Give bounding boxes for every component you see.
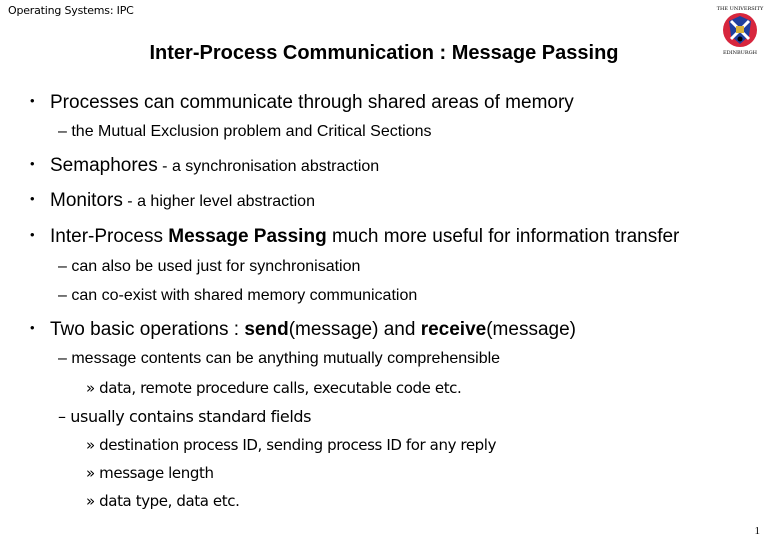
bullet-note: - a higher level abstraction: [122, 193, 315, 210]
bullet-text: Processes can communicate through shared…: [50, 92, 574, 113]
sub-synchronisation: – can also be used just for synchronisat…: [58, 258, 360, 276]
bullet-text: Semaphores: [50, 155, 158, 176]
sub-mutual-exclusion: – the Mutual Exclusion problem and Criti…: [58, 123, 432, 141]
sub-marker: »: [86, 379, 100, 397]
sub-text: the Mutual Exclusion problem and Critica…: [71, 123, 432, 140]
svg-text:THE UNIVERSITY: THE UNIVERSITY: [717, 6, 764, 12]
bullet-note: - a synchronisation abstraction: [157, 158, 380, 175]
text-bold: Message Passing: [168, 226, 327, 247]
dash-marker: –: [58, 350, 72, 367]
slide-title: Inter-Process Communication : Message Pa…: [149, 42, 619, 64]
dash-marker: –: [58, 407, 71, 426]
text-send: send: [244, 319, 289, 340]
sub-text: can also be used just for synchronisatio…: [71, 258, 361, 275]
course-label: Operating Systems: IPC: [8, 4, 134, 17]
sub-text: usually contains standard fields: [70, 407, 312, 426]
bullet-marker: •: [30, 227, 35, 242]
page-number: 1: [754, 525, 761, 537]
text-pre: Inter-Process: [50, 226, 169, 247]
sub-message-contents: – message contents can be anything mutua…: [58, 350, 500, 368]
subsub-text: data, remote procedure calls, executable…: [99, 379, 462, 397]
subsub-text: data type, data etc.: [99, 492, 240, 510]
bullet-semaphores: • Semaphores - a synchronisation abstract…: [30, 155, 379, 177]
dash-marker: –: [58, 287, 72, 304]
text-mid: (message) and: [288, 319, 421, 340]
bullet-basic-operations: • Two basic operations : send(message) an…: [30, 319, 576, 341]
university-crest-logo: THE UNIVERSITY EDINBURGH: [713, 2, 767, 56]
dash-marker: –: [58, 123, 72, 140]
subsub-text: destination process ID, sending process …: [99, 436, 497, 454]
text-post: (message): [486, 319, 576, 340]
bullet-shared-memory: • Processes can communicate through share…: [30, 92, 574, 114]
sub-coexist: – can co-exist with shared memory commun…: [58, 287, 417, 305]
sub-marker: »: [86, 492, 100, 510]
svg-text:EDINBURGH: EDINBURGH: [723, 50, 758, 56]
bullet-text: Monitors: [50, 190, 123, 211]
subsub-text: message length: [99, 464, 214, 482]
bullet-marker: •: [30, 191, 35, 206]
sub-text: can co-exist with shared memory communic…: [71, 287, 418, 304]
sub-text: message contents can be anything mutuall…: [71, 350, 501, 367]
sub-marker: »: [86, 436, 100, 454]
bullet-monitors: • Monitors - a higher level abstraction: [30, 190, 315, 212]
subsub-data-rpc: » data, remote procedure calls, executab…: [86, 379, 462, 397]
bullet-marker: •: [30, 93, 35, 108]
text-pre: Two basic operations :: [50, 319, 245, 340]
subsub-data-type: » data type, data etc.: [86, 492, 240, 510]
text-receive: receive: [420, 319, 487, 340]
subsub-destination: » destination process ID, sending proces…: [86, 436, 496, 454]
dash-marker: –: [58, 258, 72, 275]
sub-standard-fields: – usually contains standard fields: [58, 407, 311, 426]
bullet-marker: •: [30, 320, 35, 335]
text-post: much more useful for information transfe…: [326, 226, 680, 247]
subsub-length: » message length: [86, 464, 214, 482]
bullet-marker: •: [30, 156, 35, 171]
sub-marker: »: [86, 464, 100, 482]
bullet-message-passing: • Inter-Process Message Passing much more…: [30, 226, 679, 248]
